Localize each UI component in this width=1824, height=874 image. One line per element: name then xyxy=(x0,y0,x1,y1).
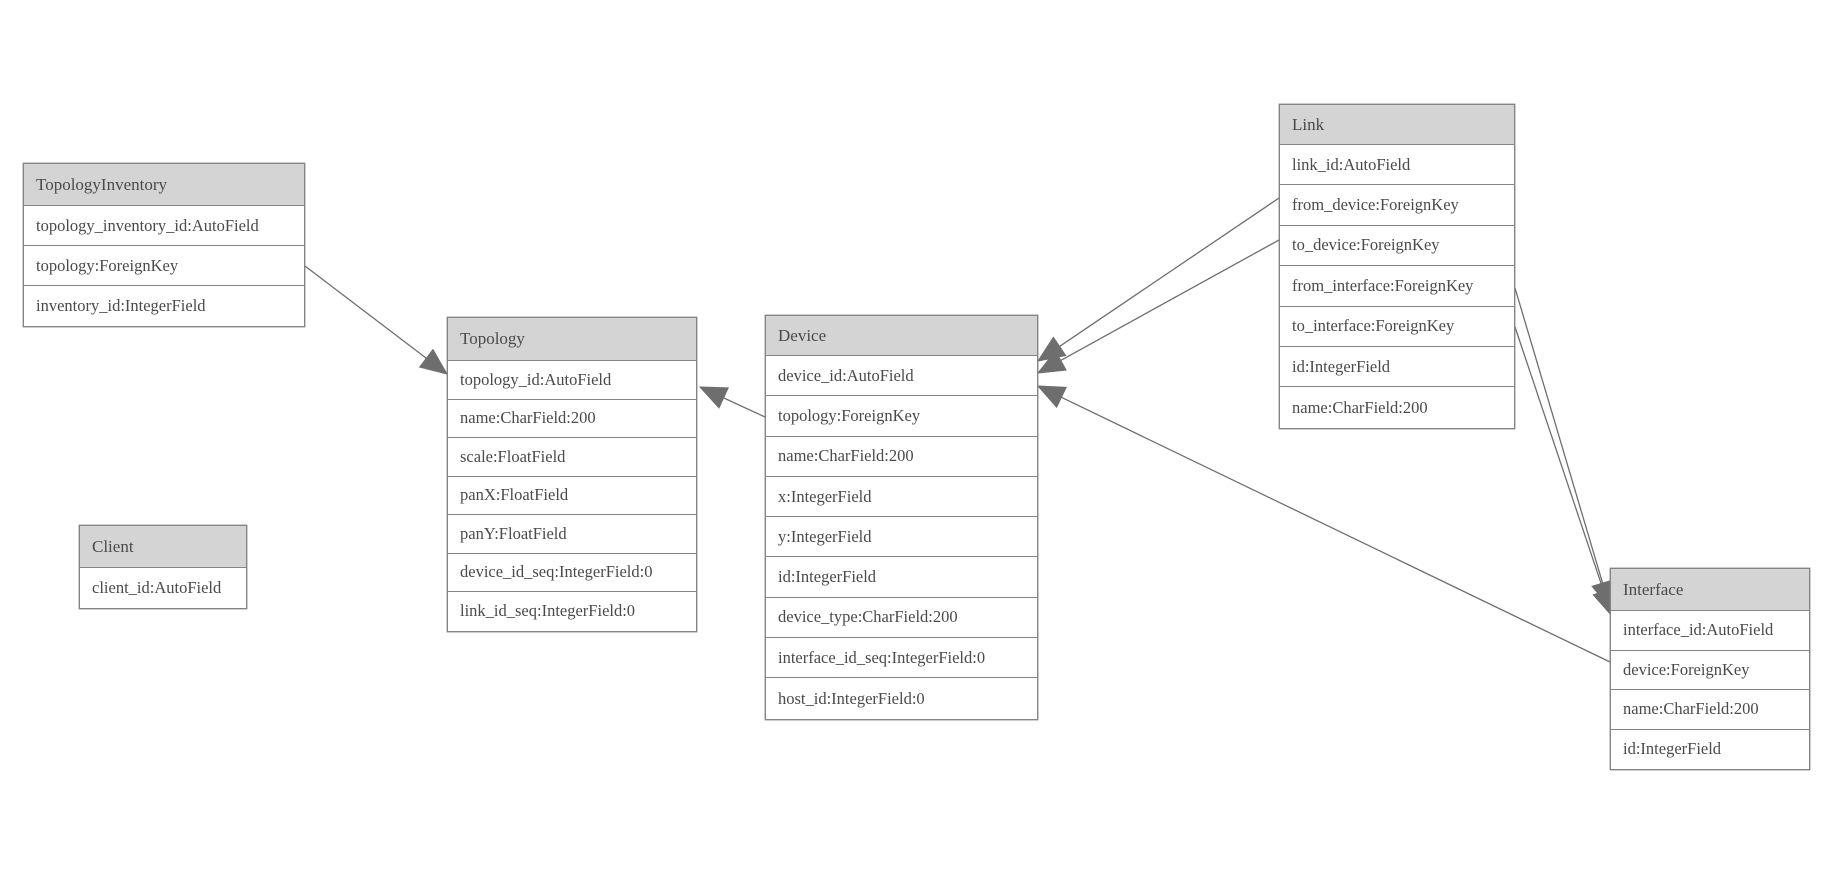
edge-arrowhead xyxy=(1036,385,1067,409)
edge-link-to_device--device xyxy=(1060,239,1280,362)
entity-field-interface_id_seq: interface_id_seq:IntegerField:0 xyxy=(766,638,1037,679)
entity-field-from_device: from_device:ForeignKey xyxy=(1280,185,1514,226)
entity-field-id: id:IntegerField xyxy=(1280,346,1514,388)
entity-field-name: name:CharField:200 xyxy=(1280,387,1514,428)
entity-field-name: name:CharField:200 xyxy=(448,399,696,438)
entity-field-interface_id: interface_id:AutoField xyxy=(1611,611,1809,651)
edge-link-from_interface--interface xyxy=(1514,287,1604,584)
entity-field-link_id: link_id:AutoField xyxy=(1280,145,1514,186)
edge-arrowhead xyxy=(1036,349,1067,374)
entity-field-link_id_seq: link_id_seq:IntegerField:0 xyxy=(448,592,696,631)
entity-field-to_interface: to_interface:ForeignKey xyxy=(1280,306,1514,347)
entity-field-name: name:CharField:200 xyxy=(766,436,1037,477)
entity-field-scale: scale:FloatField xyxy=(448,438,696,477)
entity-field-topology: topology:ForeignKey xyxy=(24,246,304,286)
entity-field-y: y:IntegerField xyxy=(766,517,1037,558)
entity-field-id: id:IntegerField xyxy=(1611,729,1809,769)
entity-field-id: id:IntegerField xyxy=(766,557,1037,598)
entity-title: Client xyxy=(80,526,246,568)
edge-device-topology--topology xyxy=(723,397,766,418)
edge-arrowhead xyxy=(1036,336,1067,362)
entity-field-client_id: client_id:AutoField xyxy=(80,568,246,608)
entity-field-device: device:ForeignKey xyxy=(1611,650,1809,690)
entity-title: Interface xyxy=(1611,569,1809,611)
edge-arrowhead xyxy=(698,386,729,409)
entity-field-to_device: to_device:ForeignKey xyxy=(1280,225,1514,267)
entity-field-host_id: host_id:IntegerField:0 xyxy=(766,678,1037,719)
entity-title: TopologyInventory xyxy=(24,164,304,206)
entity-title: Topology xyxy=(448,318,696,361)
edge-topologyinventory-topology--topology xyxy=(304,265,427,359)
entity-field-topology_id: topology_id:AutoField xyxy=(448,361,696,400)
entity-field-x: x:IntegerField xyxy=(766,476,1037,518)
entity-field-device_id: device_id:AutoField xyxy=(766,356,1037,397)
entity-field-from_interface: from_interface:ForeignKey xyxy=(1280,266,1514,307)
edge-interface-device--device xyxy=(1061,396,1611,663)
entity-field-panX: panX:FloatField xyxy=(448,476,696,515)
entity-field-device_id_seq: device_id_seq:IntegerField:0 xyxy=(448,553,696,592)
edge-arrowhead xyxy=(418,348,449,375)
entity-field-inventory_id: inventory_id:IntegerField xyxy=(24,286,304,326)
entity-field-topology_inventory_id: topology_inventory_id:AutoField xyxy=(24,206,304,246)
entity-field-panY: panY:FloatField xyxy=(448,515,696,554)
entity-field-device_type: device_type:CharField:200 xyxy=(766,597,1037,639)
entity-title: Device xyxy=(766,316,1037,356)
entity-field-name: name:CharField:200 xyxy=(1611,690,1809,730)
entity-title: Link xyxy=(1280,105,1514,145)
edge-link-to_interface--interface xyxy=(1514,326,1605,592)
edge-link-from_device--device xyxy=(1059,197,1280,347)
entity-field-topology: topology:ForeignKey xyxy=(766,396,1037,437)
